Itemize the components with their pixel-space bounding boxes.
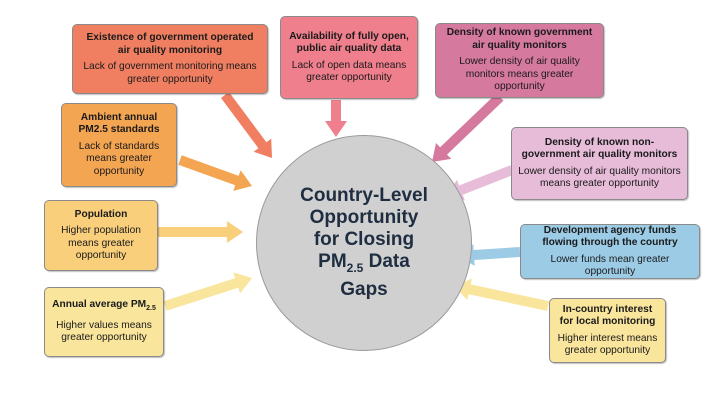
factor-title: Population bbox=[74, 208, 128, 220]
center-line-1: Country-Level bbox=[300, 185, 428, 207]
center-line-4-rest: Data bbox=[363, 251, 410, 273]
factor-title-text: Annual average PM bbox=[52, 299, 147, 311]
arrow-shape bbox=[458, 244, 521, 266]
factor-description: Lower density of air quality monitors me… bbox=[459, 56, 580, 93]
central-concept-text: Country-Level Opportunity for Closing PM… bbox=[279, 185, 449, 301]
factor-title: In-country interest for local monitoring bbox=[559, 303, 656, 328]
factor-box-nongovt-density: Density of known non-government air qual… bbox=[511, 127, 688, 200]
center-pm-subscript: 2.5 bbox=[346, 260, 364, 275]
arrow-shape bbox=[221, 92, 272, 158]
arrow-shape bbox=[163, 272, 252, 311]
center-line-5: Gaps bbox=[340, 278, 388, 300]
factor-description: Higher population means greater opportun… bbox=[61, 225, 141, 261]
arrow-govt-monitoring bbox=[221, 92, 272, 158]
center-line-3: for Closing bbox=[313, 229, 415, 251]
arrow-dev-funds bbox=[458, 244, 521, 266]
arrow-open-data bbox=[325, 100, 347, 137]
factor-description: Higher values means greater opportunity bbox=[56, 319, 152, 344]
factor-title: Density of known government air quality … bbox=[446, 27, 593, 51]
factor-box-local-interest: In-country interest for local monitoring… bbox=[549, 298, 666, 363]
factor-description: Lack of government monitoring means grea… bbox=[83, 61, 257, 85]
center-line-4: PM2.5 Data bbox=[279, 251, 449, 279]
factor-description: Lower density of air quality monitors me… bbox=[518, 165, 681, 190]
central-concept-circle: Country-Level Opportunity for Closing PM… bbox=[256, 135, 472, 351]
center-line-2: Opportunity bbox=[309, 207, 419, 229]
factor-title-subscript: 2.5 bbox=[146, 305, 156, 313]
factor-title: Ambient annual PM2.5 standards bbox=[78, 111, 160, 136]
factor-title: Existence of government operated air qua… bbox=[86, 32, 254, 56]
arrow-pm-standards bbox=[178, 155, 252, 191]
factor-box-pm-standards: Ambient annual PM2.5 standards Lack of s… bbox=[61, 103, 177, 187]
factor-box-govt-density: Density of known government air quality … bbox=[435, 23, 604, 98]
factor-description: Lower funds mean greater opportunity bbox=[550, 253, 670, 278]
factor-description: Higher interest means greater opportunit… bbox=[557, 332, 658, 357]
factor-box-population: Population Higher population means great… bbox=[44, 200, 158, 271]
arrow-govt-density bbox=[432, 93, 504, 162]
factor-box-annual-pm: Annual average PM2.5 Higher values means… bbox=[44, 287, 164, 357]
arrow-local-interest bbox=[454, 278, 549, 311]
arrow-nongovt-density bbox=[446, 165, 514, 201]
arrow-shape bbox=[454, 278, 549, 311]
arrow-annual-pm bbox=[163, 272, 252, 311]
center-pm: PM bbox=[318, 251, 347, 273]
factor-box-open-data: Availability of fully open, public air q… bbox=[280, 16, 418, 99]
arrow-population bbox=[158, 221, 243, 243]
factor-title: Availability of fully open, public air q… bbox=[289, 30, 409, 55]
factor-box-govt-monitoring: Existence of government operated air qua… bbox=[72, 24, 268, 94]
factor-title: Annual average PM2.5 bbox=[51, 299, 157, 316]
arrow-shape bbox=[178, 155, 252, 191]
factor-description: Lack of open data means greater opportun… bbox=[291, 59, 407, 84]
factor-description: Lack of standards means greater opportun… bbox=[78, 140, 160, 177]
factor-title: Density of known non-government air qual… bbox=[521, 136, 678, 161]
arrow-shape bbox=[158, 221, 243, 243]
arrow-shape bbox=[446, 165, 514, 201]
factor-title: Development agency funds flowing through… bbox=[542, 224, 678, 249]
factor-box-dev-funds: Development agency funds flowing through… bbox=[520, 224, 700, 279]
arrow-shape bbox=[325, 100, 347, 137]
arrow-shape bbox=[432, 93, 504, 162]
